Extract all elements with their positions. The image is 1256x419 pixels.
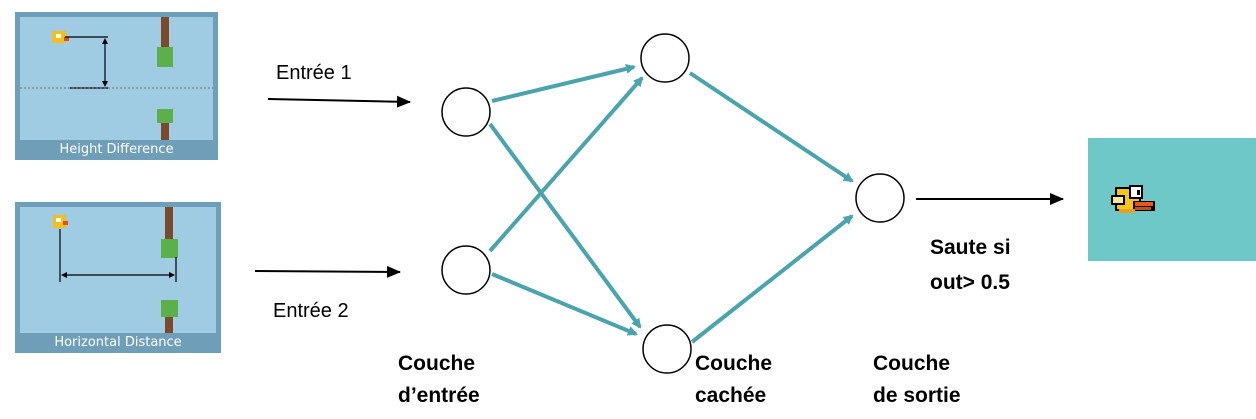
- input-layer-label: Couche d’entrée: [398, 348, 480, 412]
- connection-edge: [690, 214, 854, 344]
- connections: [488, 64, 854, 344]
- game-scene: [20, 207, 216, 333]
- layer-label-line: Couche: [695, 352, 773, 375]
- hidden-layer-label: Couche cachée: [695, 348, 772, 412]
- pipe-cap: [157, 109, 173, 123]
- pipe-cap: [161, 300, 178, 317]
- layer-label-line: Couche: [398, 352, 476, 375]
- arrow-head: [61, 272, 67, 278]
- input-2-label: Entrée 2: [273, 300, 349, 322]
- layer-label-line: Couche: [873, 352, 951, 375]
- connection-edge: [688, 71, 854, 183]
- horizontal-distance-panel: Horizontal Distance: [15, 202, 221, 353]
- output-layer-label: Couche de sortie: [873, 348, 961, 412]
- input-arrow-2: [254, 265, 401, 278]
- pipe-trunk: [165, 315, 173, 333]
- output-rule-line-1: Saute si: [930, 236, 1011, 259]
- connection-edge: [488, 122, 642, 329]
- horizontal-scene-graphic: [53, 207, 178, 333]
- connection-edge: [488, 76, 644, 253]
- pipe-cap: [161, 239, 178, 258]
- layer-label-line: de sortie: [873, 384, 961, 407]
- output-rule-line-2: out> 0.5: [930, 271, 1010, 294]
- bird-output-box: [1088, 138, 1256, 261]
- pipe-trunk: [165, 207, 173, 239]
- panel-caption: Horizontal Distance: [54, 335, 182, 350]
- output-neuron: [855, 173, 905, 223]
- pipe-trunk: [161, 17, 169, 47]
- connection-edge: [491, 272, 638, 336]
- height-scene-graphic: [20, 17, 213, 140]
- hidden-neuron-1: [640, 33, 690, 83]
- input-1-label: Entrée 1: [276, 62, 352, 84]
- input-arrow-1: [267, 95, 411, 108]
- height-difference-panel: Height Difference: [15, 12, 218, 160]
- game-scene: [20, 17, 213, 140]
- connection-edge: [491, 64, 636, 103]
- hidden-neuron-2: [642, 324, 692, 374]
- arrow-head: [102, 38, 108, 44]
- bird-icon: [52, 31, 69, 43]
- pipe-trunk: [161, 121, 169, 140]
- layer-label-line: cachée: [695, 384, 767, 407]
- bird-icon: [53, 215, 68, 228]
- pipe-cap: [157, 47, 173, 67]
- arrow-head: [102, 81, 108, 87]
- input-neuron-1: [441, 87, 491, 137]
- input-neuron-2: [441, 245, 491, 295]
- flappy-bird-icon: [1111, 185, 1155, 213]
- panel-caption: Height Difference: [59, 142, 174, 157]
- arrow-head: [169, 272, 175, 278]
- layer-label-line: d’entrée: [398, 384, 480, 407]
